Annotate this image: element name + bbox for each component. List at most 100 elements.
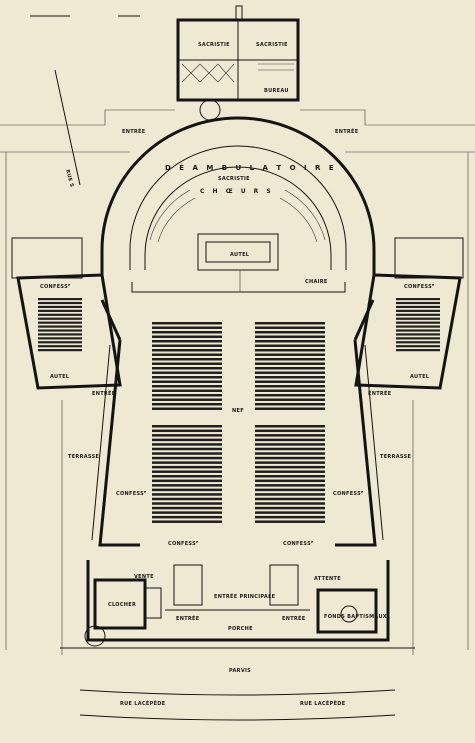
- right-chapel-pews: [396, 298, 440, 352]
- stair-hatch: [181, 63, 294, 83]
- label-vente: VENTE: [134, 574, 154, 580]
- label-fonds-baptismaux: FONDS BAPTISMAUX: [324, 614, 387, 620]
- pew-row: [255, 358, 325, 361]
- pew-row: [255, 506, 325, 510]
- label-deambulatoire: D É A M B U L A T O I R E: [165, 163, 337, 172]
- tower-stair: [84, 625, 106, 647]
- pew-row: [152, 389, 222, 392]
- pew-row: [255, 447, 325, 451]
- pew-row: [255, 434, 325, 437]
- label-autel-left: AUTEL: [50, 374, 70, 380]
- pew-row: [152, 376, 222, 379]
- label-terrasse-right: TERRASSE: [380, 454, 411, 460]
- chapel-pew-row: [38, 313, 82, 316]
- pew-row: [152, 326, 222, 329]
- pew-row: [255, 461, 325, 464]
- pew-row: [152, 470, 222, 473]
- front-block: VENTE CLOCHER ENTRÉE PRINCIPALE ATTENTE …: [84, 560, 390, 647]
- pew-row: [152, 353, 222, 356]
- chapel-pew-row: [396, 321, 440, 324]
- chapel-pew-row: [396, 301, 440, 305]
- pew-row: [152, 331, 222, 334]
- pew-row: [152, 425, 222, 428]
- chapel-pew-row: [396, 317, 440, 320]
- label-confess-right-mid: CONFESSᴱ: [333, 491, 363, 497]
- pew-row: [255, 443, 325, 446]
- pew-row: [152, 434, 222, 437]
- pew-row: [255, 407, 325, 410]
- pew-row: [152, 493, 222, 496]
- pew-row: [255, 394, 325, 397]
- pew-row: [152, 465, 222, 469]
- pew-row: [255, 493, 325, 496]
- pew-row: [152, 371, 222, 374]
- label-autel: AUTEL: [230, 252, 250, 258]
- pew-row: [255, 389, 325, 392]
- pew-row: [255, 438, 325, 442]
- pew-row: [152, 443, 222, 446]
- chapel-pew-row: [396, 337, 440, 340]
- label-confess-right-top: CONFESSᴱ: [404, 284, 434, 290]
- pew-row: [255, 520, 325, 523]
- pew-row: [152, 452, 222, 455]
- pew-row: [255, 452, 325, 455]
- label-confess-left-low: CONFESSᴱ: [168, 541, 198, 547]
- pew-row: [152, 322, 222, 325]
- pew-row: [255, 385, 325, 388]
- pew-row: [152, 438, 222, 442]
- site-boundary: [0, 109, 475, 650]
- pew-row: [152, 475, 222, 478]
- main-altar: [197, 233, 279, 271]
- pew-row: [152, 488, 222, 492]
- pew-row: [255, 403, 325, 406]
- pew-row: [255, 367, 325, 370]
- pew-row: [152, 515, 222, 519]
- label-entree-left-mid: ENTRÉE: [92, 389, 116, 397]
- label-confess-left-top: CONFESSᴱ: [40, 284, 70, 290]
- pew-row: [152, 484, 222, 487]
- label-choeurs: C H Œ U R S: [200, 188, 274, 195]
- pew-row: [152, 506, 222, 510]
- margin-note: RUE S: [64, 169, 75, 188]
- chapel-pew-row: [38, 305, 82, 309]
- margin-street-line: RUE S: [54, 69, 81, 188]
- pew-row: [152, 511, 222, 514]
- pew-row: [255, 511, 325, 514]
- chapel-pew-row: [396, 298, 440, 301]
- pew-row: [152, 520, 222, 523]
- pew-row: [152, 344, 222, 347]
- chapel-pew-row: [396, 349, 440, 352]
- right-chapel: CONFESSᴱ AUTEL: [354, 237, 464, 390]
- pew-row: [152, 340, 222, 343]
- label-entree-right-low: ENTRÉE: [282, 614, 306, 622]
- pew-row: [255, 322, 325, 325]
- pew-row: [255, 456, 325, 460]
- pew-row: [255, 335, 325, 338]
- pew-row: [152, 407, 222, 410]
- pew-row: [255, 484, 325, 487]
- pew-row: [255, 515, 325, 519]
- pew-row: [255, 340, 325, 343]
- label-bureau: BUREAU: [264, 88, 289, 94]
- pew-row: [255, 371, 325, 374]
- pew-row: [255, 502, 325, 505]
- sacristy-block: SACRISTIE SACRISTIE BUREAU: [176, 5, 300, 121]
- pew-row: [255, 362, 325, 365]
- label-entree-right-top: ENTRÉE: [335, 127, 359, 135]
- pew-row: [152, 367, 222, 370]
- parvis-street: PARVIS RUE LACÉPÈDE RUE LACÉPÈDE: [60, 647, 415, 721]
- label-sacristie-choeur: SACRISTIE: [256, 42, 288, 48]
- label-entree-principale: ENTRÉE PRINCIPALE: [214, 592, 276, 600]
- label-entree-left-low: ENTRÉE: [176, 614, 200, 622]
- pew-row: [152, 456, 222, 460]
- pew-row: [152, 380, 222, 383]
- chapel-pew-row: [396, 305, 440, 309]
- pew-row: [255, 488, 325, 492]
- pew-row: [152, 358, 222, 361]
- label-sacristie-apse: SACRISTIE: [218, 176, 250, 182]
- label-rue-right: RUE LACÉPÈDE: [300, 699, 346, 707]
- pew-row: [255, 376, 325, 379]
- pew-row: [152, 447, 222, 451]
